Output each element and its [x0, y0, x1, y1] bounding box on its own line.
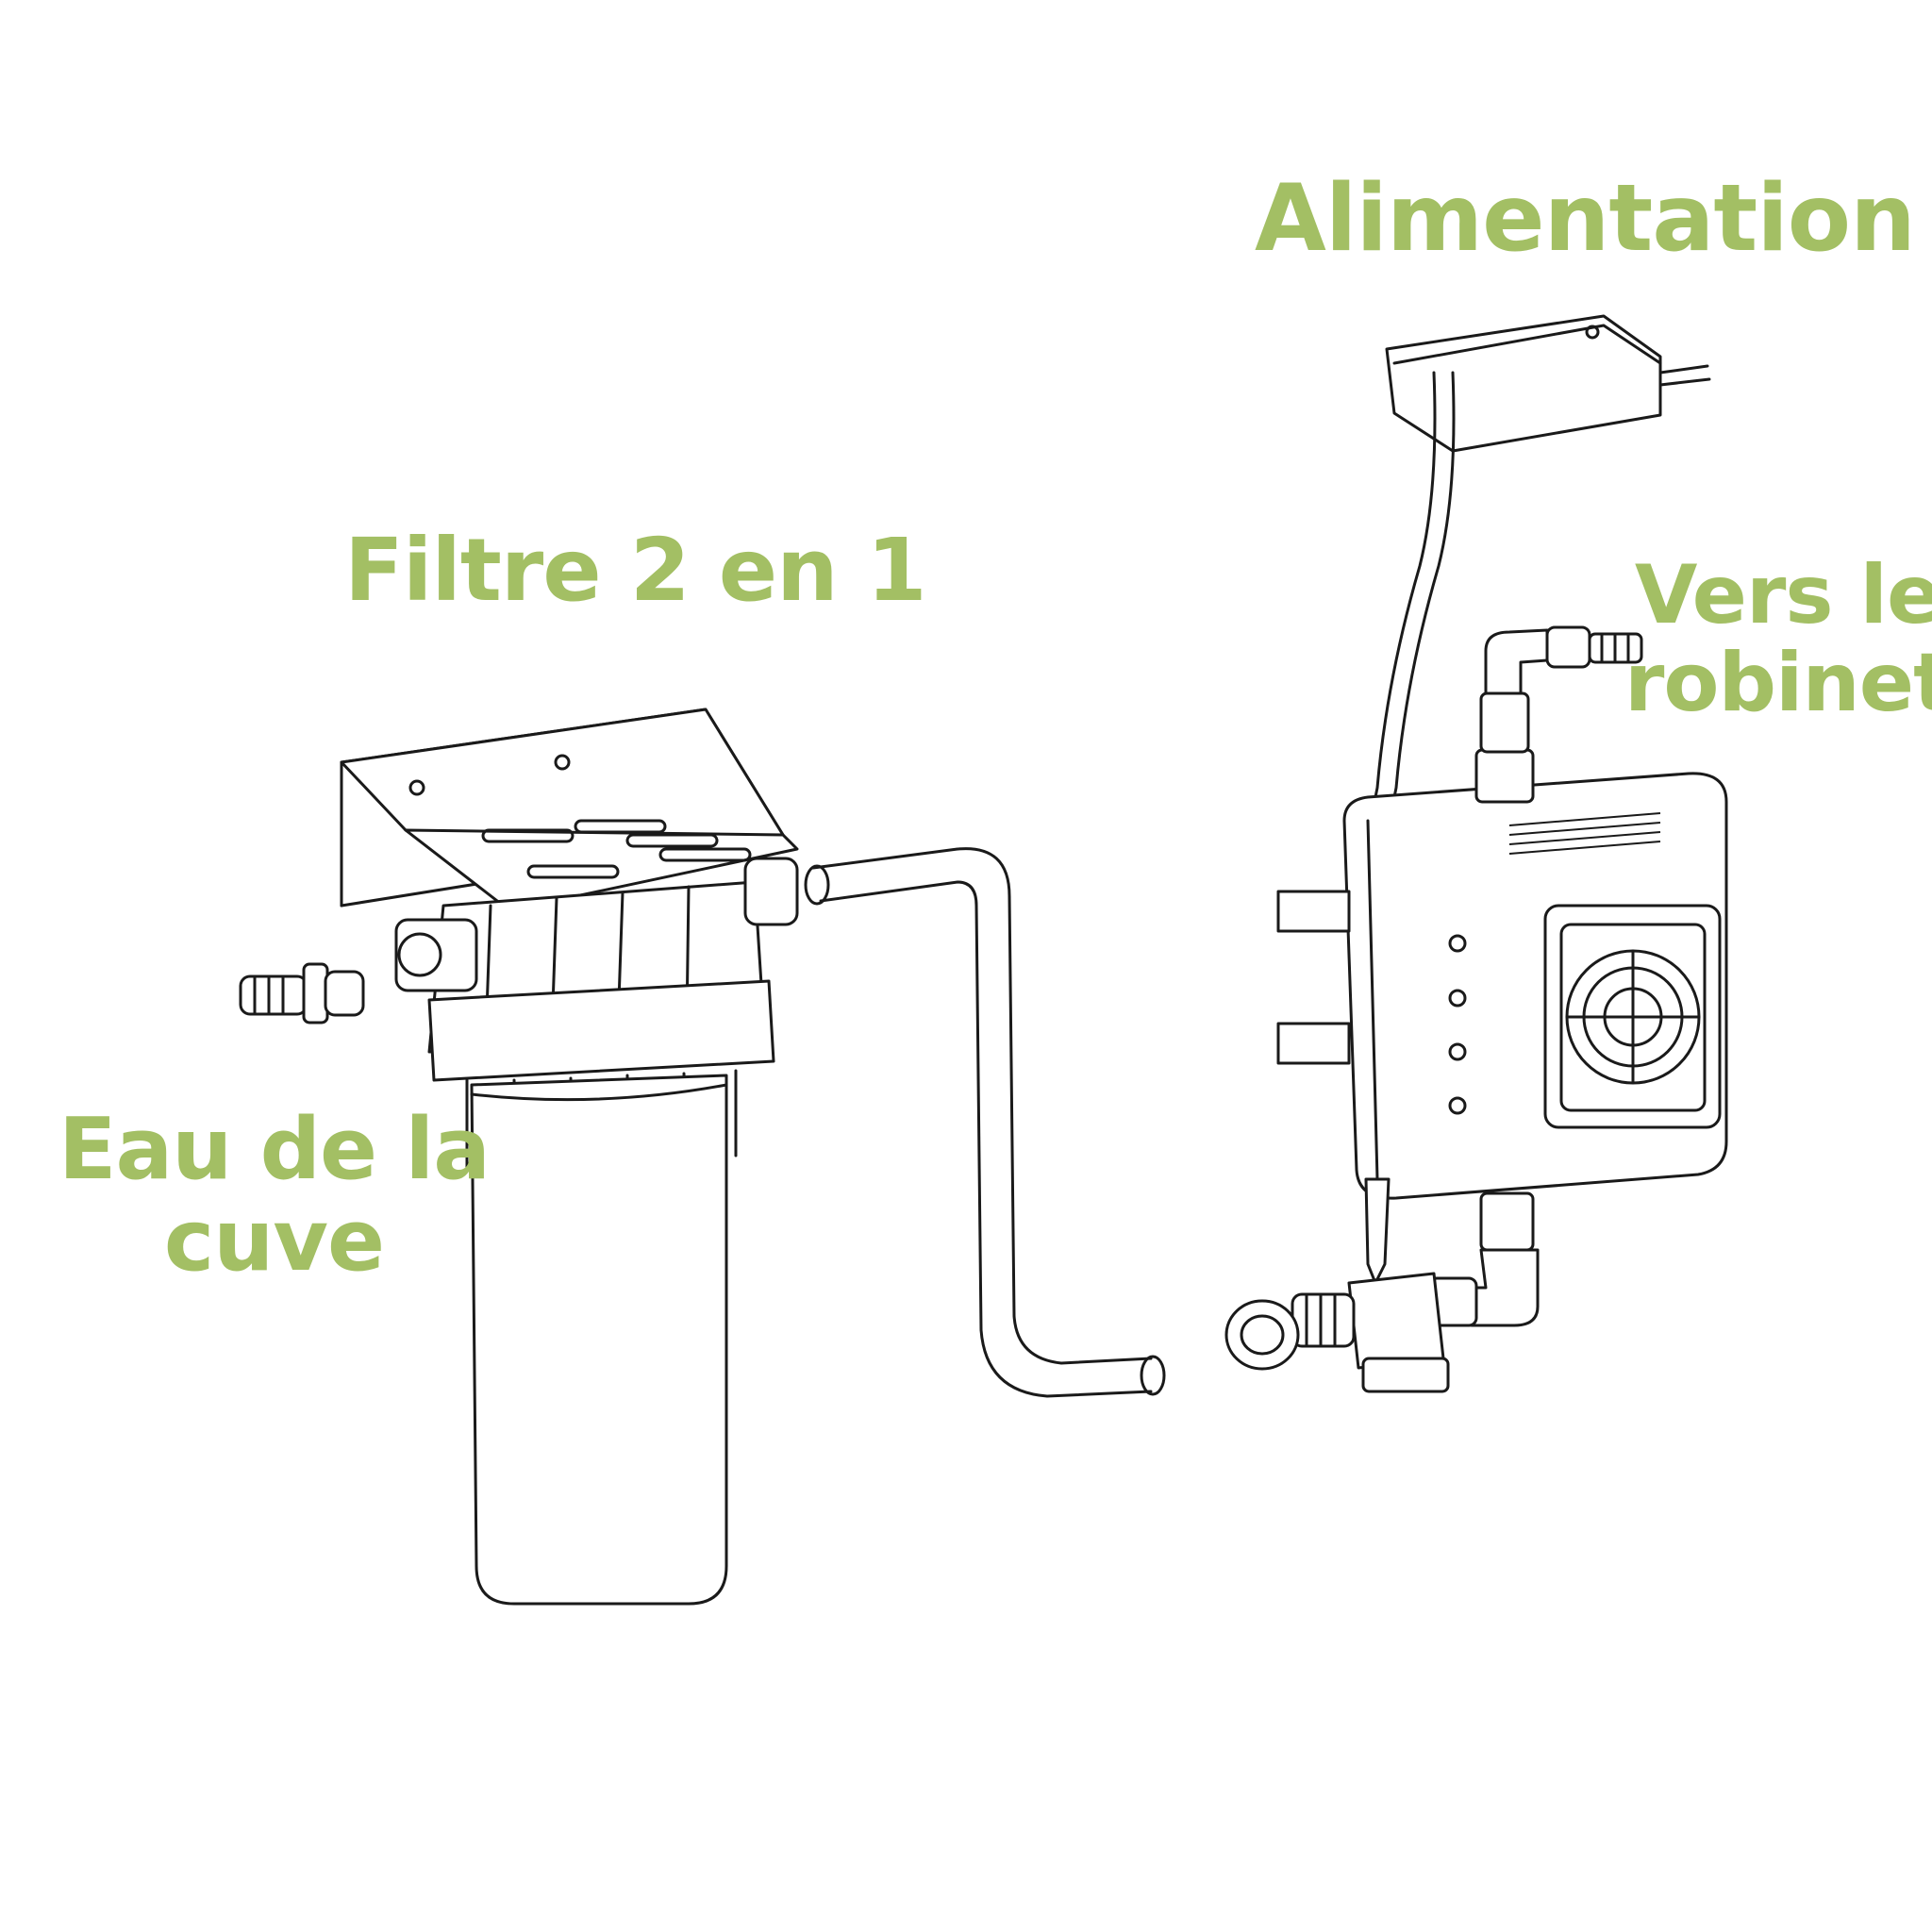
to-faucet-label: Vers le robinet [1624, 552, 1932, 727]
to-faucet-label-line2: robinet [1624, 635, 1932, 730]
filter-label: Filtre 2 en 1 [344, 520, 927, 621]
pump-unit [1224, 314, 1728, 1393]
filter-unit [340, 708, 799, 1606]
tank-water-label-line2: cuve [163, 1191, 385, 1291]
power-supply-label: Alimentation [1255, 165, 1916, 273]
tank-water-label-line1: Eau de la [58, 1100, 491, 1199]
tank-water-label: Eau de la cuve [58, 1100, 491, 1291]
inlet-hose-barb [239, 962, 365, 1024]
connecting-pipe [804, 847, 1166, 1398]
to-faucet-label-line1: Vers le [1634, 548, 1932, 642]
